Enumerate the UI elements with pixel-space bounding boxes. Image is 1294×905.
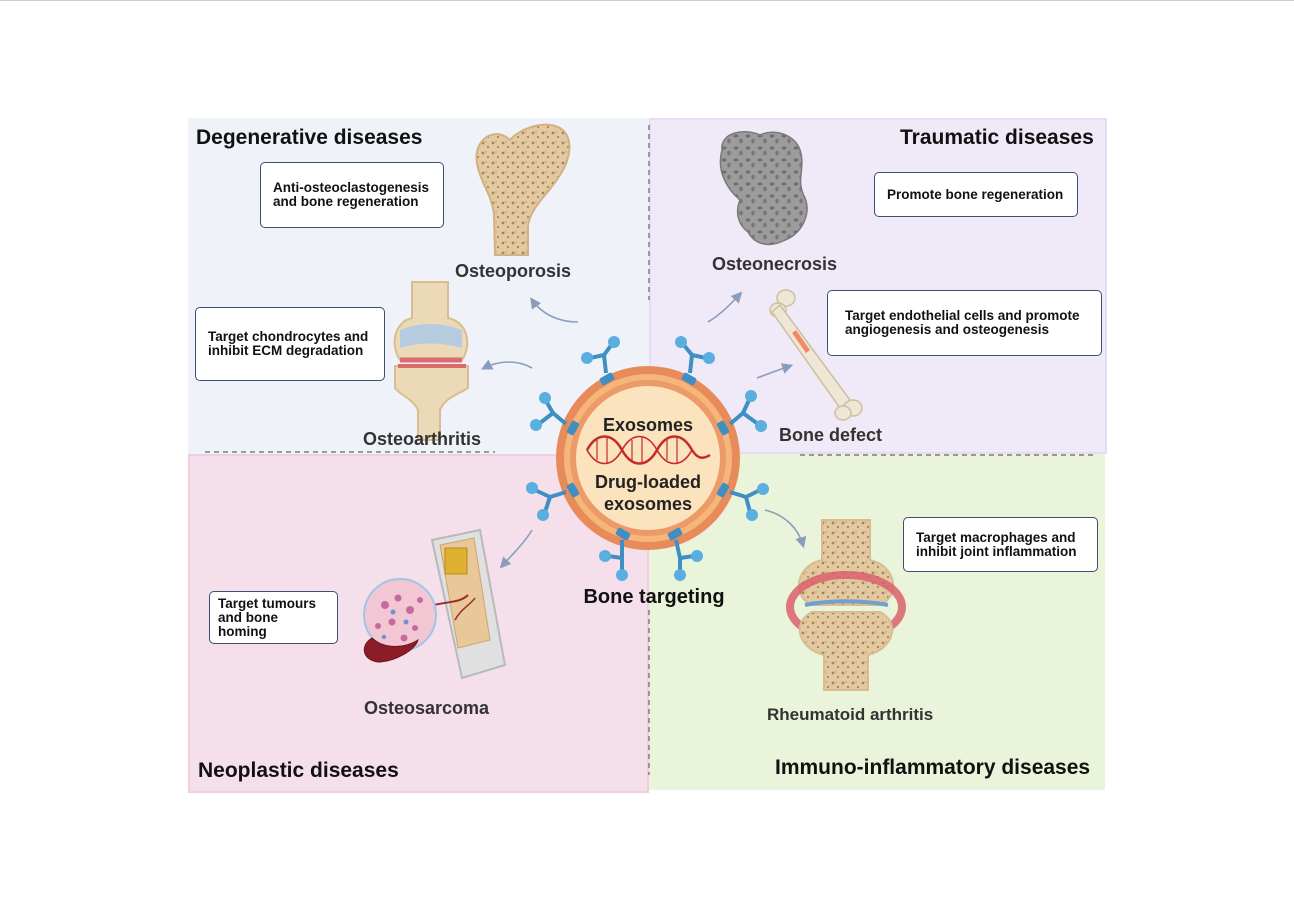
box-line: and bone regeneration bbox=[273, 194, 419, 209]
neoplastic-heading: Neoplastic diseases bbox=[198, 759, 399, 782]
box-line: inhibit joint inflammation bbox=[916, 543, 1077, 559]
drug-loaded-exosomes-label: Drug-loaded exosomes bbox=[578, 471, 718, 515]
drug-loaded-line-2: exosomes bbox=[603, 494, 693, 514]
osteonecrosis-mechanism-box: Promote bone regeneration bbox=[874, 172, 1078, 217]
bone-targeting-label: Bone targeting bbox=[583, 586, 725, 608]
box-line: Target endothelial cells and promote bbox=[845, 308, 1080, 323]
osteoporosis-label: Osteoporosis bbox=[455, 261, 572, 281]
targeting-ligand-icon bbox=[526, 336, 769, 581]
exosomes-label: Exosomes bbox=[602, 415, 694, 435]
exosome-icon bbox=[556, 366, 740, 550]
top-divider bbox=[0, 0, 1294, 1]
rheumatoid-arthritis-label: Rheumatoid arthritis bbox=[767, 705, 934, 724]
box-line: Target macrophages and bbox=[916, 529, 1076, 545]
necrotic-bone-icon bbox=[719, 131, 808, 246]
knee-osteoarthritis-icon bbox=[393, 281, 469, 441]
box-line: angiogenesis and osteogenesis bbox=[845, 322, 1050, 337]
osteonecrosis-label: Osteonecrosis bbox=[712, 254, 838, 274]
box-line: inhibit ECM degradation bbox=[208, 343, 364, 358]
bone-defect-label: Bone defect bbox=[779, 425, 883, 445]
traumatic-heading: Traumatic diseases bbox=[900, 126, 1094, 149]
immuno-heading: Immuno-inflammatory diseases bbox=[775, 756, 1091, 779]
osteoarthritis-label: Osteoarthritis bbox=[363, 429, 482, 449]
femur-osteoporosis-icon bbox=[475, 123, 571, 256]
long-bone-defect-icon bbox=[769, 289, 863, 421]
degenerative-heading: Degenerative diseases bbox=[196, 126, 423, 149]
rna-strand-icon bbox=[585, 435, 711, 465]
osteosarcoma-tumour-icon bbox=[363, 528, 507, 680]
box-line: and bone homing bbox=[218, 609, 278, 639]
box-line: Target chondrocytes and bbox=[208, 329, 369, 344]
box-line: Target tumours bbox=[218, 595, 317, 611]
box-line: Anti-osteoclastogenesis bbox=[273, 180, 430, 195]
inflamed-joint-icon bbox=[786, 519, 906, 691]
box-line: Promote bone regeneration bbox=[887, 186, 1064, 202]
drug-loaded-line-1: Drug-loaded bbox=[595, 472, 701, 492]
osteosarcoma-label: Osteosarcoma bbox=[364, 698, 490, 718]
